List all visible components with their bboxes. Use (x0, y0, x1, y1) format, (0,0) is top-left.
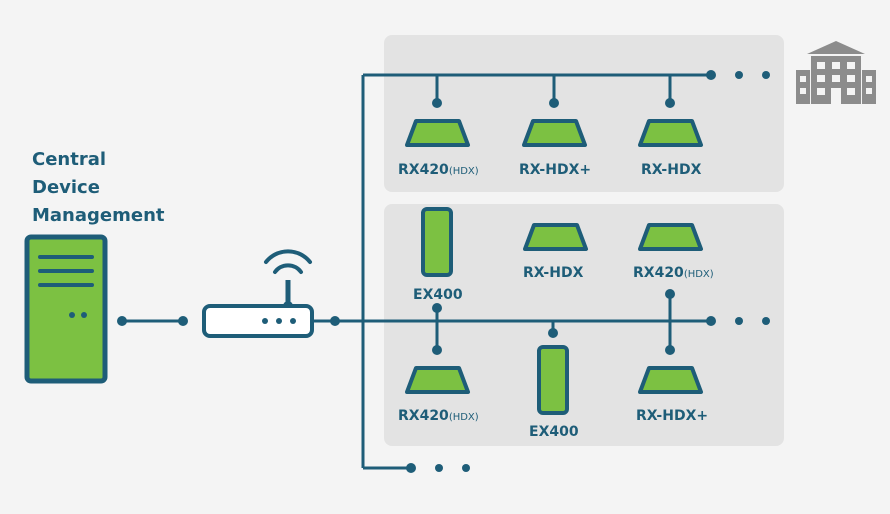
title-line-2: Device (32, 177, 100, 198)
wifi-router-icon (202, 249, 314, 338)
label-rx420-1: RX420(HDX) (398, 162, 479, 178)
device-rx-hdx-1 (638, 119, 703, 147)
label-rx420-3: RX420(HDX) (398, 408, 479, 424)
page-title: Central Device Management (32, 146, 165, 230)
label-rx420-2: RX420(HDX) (633, 265, 714, 281)
device-rx420-3 (405, 366, 470, 394)
label-rx-hdx-plus-1: RX-HDX+ (519, 162, 592, 178)
device-rx420-1 (405, 119, 470, 147)
device-rx420-2 (638, 223, 703, 251)
label-rx-hdx-plus-2: RX-HDX+ (636, 408, 709, 424)
label-ex400-1: EX400 (413, 287, 463, 303)
label-rx-hdx-1: RX-HDX (641, 162, 702, 178)
title-line-3: Management (32, 205, 165, 226)
building-icon (796, 41, 876, 104)
device-ex400-1 (421, 207, 453, 277)
title-line-1: Central (32, 149, 107, 170)
label-ex400-2: EX400 (529, 424, 579, 440)
device-rx-hdx-plus-1 (522, 119, 587, 147)
device-rx-hdx-2 (523, 223, 588, 251)
label-rx-hdx-2: RX-HDX (523, 265, 584, 281)
server-icon (24, 234, 108, 384)
building-panel-top (384, 35, 784, 192)
device-ex400-2 (537, 345, 569, 415)
device-rx-hdx-plus-2 (638, 366, 703, 394)
